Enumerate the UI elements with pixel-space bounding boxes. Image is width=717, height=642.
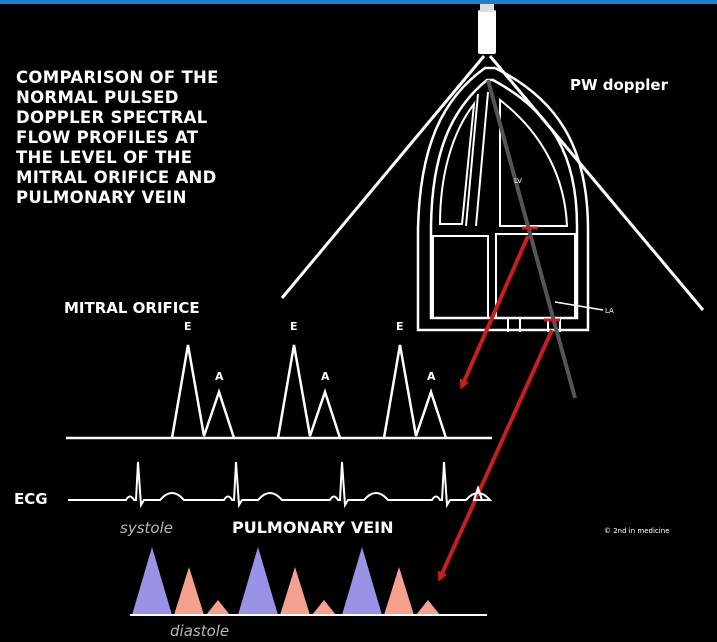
systole-wave-3 [342, 547, 382, 615]
la-pointer-line [555, 302, 603, 310]
title-line-1: COMPARISON OF THE [16, 68, 219, 87]
pulmonary-vein-doppler-waves [132, 547, 440, 615]
probe-label: PW doppler [570, 76, 669, 94]
e-wave-label: E [290, 320, 298, 333]
atrial-reversal-wave-3 [416, 600, 440, 615]
mitral-wave-2 [278, 345, 340, 438]
ecg-label: ECG [14, 490, 48, 508]
ecg-trace [68, 462, 490, 505]
e-wave-label: E [184, 320, 192, 333]
pulmonary-flow-arrow [440, 330, 552, 578]
atrial-reversal-wave-2 [312, 600, 336, 615]
title-line-6: MITRAL ORIFICE AND [16, 168, 217, 187]
a-wave-label: A [215, 370, 224, 383]
mitral-wave-1 [172, 345, 234, 438]
title-line-7: PULMONARY VEIN [16, 188, 187, 207]
ultrasound-probe-icon [478, 4, 496, 54]
title-line-3: DOPPLER SPECTRAL [16, 108, 208, 127]
mitral-doppler-waves: E A E A E A [172, 320, 446, 438]
pulmonary-vein-label: PULMONARY VEIN [232, 518, 393, 537]
la-label: LA [605, 307, 614, 315]
title-line-5: THE LEVEL OF THE [16, 148, 192, 167]
copyright-text: © 2nd in medicine [604, 527, 669, 535]
doppler-beam-line [488, 80, 575, 398]
title-block: COMPARISON OF THE NORMAL PULSED DOPPLER … [16, 68, 219, 207]
mitral-orifice-label: MITRAL ORIFICE [64, 299, 200, 317]
diastole-wave-1 [174, 567, 204, 615]
diastole-label: diastole [170, 622, 229, 640]
systole-wave-1 [132, 547, 172, 615]
systole-label: systole [120, 519, 173, 537]
a-wave-label: A [427, 370, 436, 383]
atrial-reversal-wave-1 [206, 600, 230, 615]
e-wave-label: E [396, 320, 404, 333]
diastole-wave-3 [384, 567, 414, 615]
lv-label: LV [514, 177, 522, 185]
title-line-2: NORMAL PULSED [16, 88, 179, 107]
diastole-wave-2 [280, 567, 310, 615]
systole-wave-2 [238, 547, 278, 615]
mitral-wave-3 [384, 345, 446, 438]
a-wave-label: A [321, 370, 330, 383]
title-line-4: FLOW PROFILES AT [16, 128, 199, 147]
